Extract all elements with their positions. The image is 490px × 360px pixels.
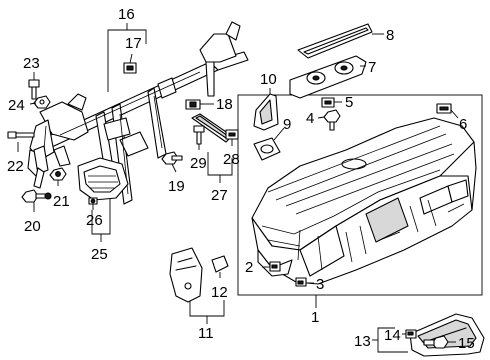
nut-21 xyxy=(49,167,67,181)
callout-1: 1 xyxy=(311,309,319,326)
callout-15: 15 xyxy=(458,335,475,352)
bolt-23 xyxy=(28,79,40,100)
callout-5: 5 xyxy=(345,94,353,111)
upper-cover-8 xyxy=(297,23,373,59)
callout-12: 12 xyxy=(211,284,228,301)
clip-5 xyxy=(321,97,335,108)
group-brackets xyxy=(91,23,483,353)
upper-panel-7 xyxy=(289,55,367,99)
callout-6: 6 xyxy=(459,116,467,133)
trim-panel-9 xyxy=(253,137,281,161)
screw-22 xyxy=(7,131,35,139)
clip-14 xyxy=(405,329,417,339)
callout-17: 17 xyxy=(125,35,142,52)
callout-11: 11 xyxy=(198,325,214,342)
screw-4 xyxy=(323,109,341,131)
callout-16: 16 xyxy=(118,6,135,23)
clip-28 xyxy=(225,129,239,140)
air-duct-25 xyxy=(77,157,129,201)
callout-labels: 1 2 3 4 5 6 7 8 9 10 11 12 13 14 15 16 1… xyxy=(7,6,475,352)
callout-22: 22 xyxy=(7,158,24,175)
clip-6 xyxy=(436,103,452,114)
duct-details xyxy=(88,175,118,189)
bolt-29 xyxy=(193,125,205,145)
bolt-20 xyxy=(21,189,52,203)
switch-3 xyxy=(295,277,307,287)
clip-17 xyxy=(123,62,137,74)
callout-3: 3 xyxy=(316,276,324,293)
instrument-panel-box xyxy=(237,94,483,296)
callout-18: 18 xyxy=(216,96,233,113)
bracket-small-left xyxy=(33,145,49,189)
clip-12 xyxy=(211,255,229,273)
callout-10: 10 xyxy=(260,71,277,88)
callout-14: 14 xyxy=(384,327,401,344)
callout-26: 26 xyxy=(86,212,103,229)
clip-18 xyxy=(185,99,201,110)
panel-details xyxy=(261,125,465,271)
callout-21: 21 xyxy=(53,193,70,210)
callout-7: 7 xyxy=(368,59,376,76)
callout-24: 24 xyxy=(8,97,25,114)
clip-26 xyxy=(88,197,98,205)
callout-25: 25 xyxy=(91,246,108,263)
callout-9: 9 xyxy=(283,116,291,133)
callout-13: 13 xyxy=(354,333,371,350)
instrument-panel-1 xyxy=(251,117,477,285)
trim-panel-10 xyxy=(253,93,279,131)
callout-27: 27 xyxy=(211,187,228,204)
callout-4: 4 xyxy=(306,110,314,127)
callout-28: 28 xyxy=(223,151,240,168)
callout-23: 23 xyxy=(23,55,40,72)
callout-20: 20 xyxy=(24,218,41,235)
callout-2: 2 xyxy=(245,259,253,276)
callout-8: 8 xyxy=(386,27,394,44)
callout-19: 19 xyxy=(168,178,185,195)
bolt-19 xyxy=(161,151,183,165)
button-2 xyxy=(269,261,281,272)
screw-15 xyxy=(423,335,449,349)
side-cover-11 xyxy=(169,247,203,303)
callout-29: 29 xyxy=(190,155,207,172)
